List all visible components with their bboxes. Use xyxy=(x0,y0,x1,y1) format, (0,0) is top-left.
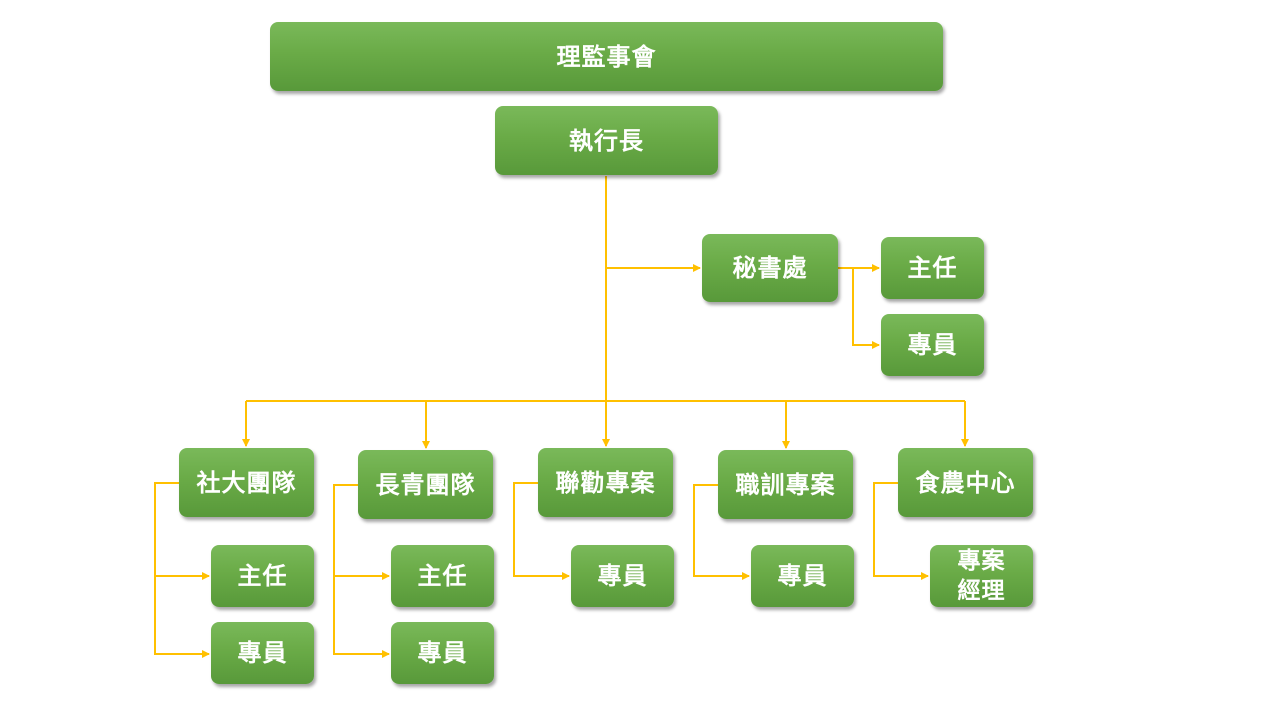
dept-1-bracket xyxy=(154,482,210,658)
dept-2-bracket xyxy=(333,484,390,658)
ceo-node: 執行長 xyxy=(495,106,718,175)
department-node-community-college: 社大團隊 xyxy=(179,448,314,517)
dept-3-staff-node: 專員 xyxy=(571,545,674,607)
dept-3-to-staff-line xyxy=(513,482,570,580)
dept-2-staff-node: 專員 xyxy=(391,622,494,684)
dept-5-to-pm-line xyxy=(873,482,929,580)
secretariat-node: 秘書處 xyxy=(702,234,838,302)
secretariat-to-staff-line xyxy=(852,268,880,349)
dept-1-director-node: 主任 xyxy=(211,545,314,607)
dept-4-staff-node: 專員 xyxy=(751,545,854,607)
dept-1-staff-node: 專員 xyxy=(211,622,314,684)
department-node-food-agriculture-center: 食農中心 xyxy=(898,448,1033,517)
secretariat-director-node: 主任 xyxy=(881,237,984,299)
board-node: 理監事會 xyxy=(270,22,943,91)
secretariat-staff-node: 專員 xyxy=(881,314,984,376)
dept-4-to-staff-line xyxy=(693,484,750,580)
department-node-united-way-project: 聯勸專案 xyxy=(538,448,673,517)
department-node-senior-team: 長青團隊 xyxy=(358,450,493,519)
department-node-vocational-training-project: 職訓專案 xyxy=(718,450,853,519)
dept-5-project-manager-node: 專案 經理 xyxy=(930,545,1033,607)
dept-2-director-node: 主任 xyxy=(391,545,494,607)
